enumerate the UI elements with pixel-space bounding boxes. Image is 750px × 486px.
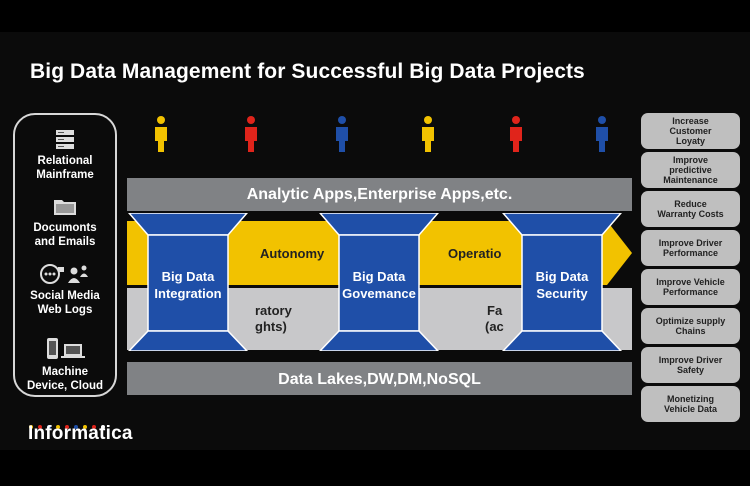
person-icon-5 — [510, 116, 522, 152]
pillar-2-line1: Big Data — [353, 269, 407, 284]
top-band — [0, 0, 750, 32]
analytic-apps-bar: Analytic Apps,Enterprise Apps,etc. — [127, 178, 632, 211]
folder-icon — [54, 200, 76, 215]
pillar-3-line2: Security — [536, 286, 588, 301]
architecture-core: Autonomy Operatio ratory ghts) Fa (ac Bi… — [127, 213, 632, 351]
person-icon-4 — [422, 116, 434, 152]
fa-label-2: (ac — [485, 319, 504, 334]
person-icon-3 — [336, 116, 348, 152]
social-people-icon — [40, 264, 88, 284]
pillar-2-line2: Govemance — [342, 286, 416, 301]
exploratory-label-1: ratory — [255, 303, 293, 318]
source-label-3b: Web Logs — [37, 304, 93, 316]
person-icon-2 — [245, 116, 257, 152]
pillar-3-line1: Big Data — [536, 269, 590, 284]
exploratory-label-2: ghts) — [255, 319, 287, 334]
devices-icon — [47, 338, 85, 359]
pillar-governance: Big Data Govemance — [318, 213, 440, 351]
source-label-1a: Relational — [37, 155, 93, 167]
source-label-2a: Documonts — [33, 222, 97, 234]
source-label-2b: and Emails — [34, 236, 96, 248]
source-label-4b: Device, Cloud — [26, 380, 104, 392]
source-social: Social Media Web Logs — [15, 263, 115, 317]
server-stack-icon — [56, 130, 74, 149]
informatica-logo: Informatica — [28, 423, 133, 444]
operational-label: Operatio — [448, 246, 502, 261]
pillar-integration: Big Data Integration — [127, 213, 249, 351]
source-documents: Documonts and Emails — [15, 197, 115, 249]
source-relational: Relational Mainframe — [15, 128, 115, 182]
person-icon-1 — [155, 116, 167, 152]
person-icon-6 — [596, 116, 608, 152]
data-lakes-bar: Data Lakes,DW,DM,NoSQL — [127, 362, 632, 395]
pillar-1-line2: Integration — [154, 286, 221, 301]
data-sources-panel: Relational Mainframe Documonts and Email… — [13, 113, 117, 397]
slide-title: Big Data Management for Successful Big D… — [30, 60, 585, 83]
source-label-1b: Mainframe — [36, 169, 94, 181]
autonomy-label: Autonomy — [260, 246, 325, 261]
source-machine: Machine Device, Cloud — [15, 337, 115, 393]
fa-label-1: Fa — [487, 303, 503, 318]
pillar-1-line1: Big Data — [162, 269, 216, 284]
pillar-security: Big Data Security — [501, 213, 623, 351]
source-label-3a: Social Media — [30, 290, 100, 302]
source-label-4a: Machine — [41, 366, 88, 378]
logo-dots — [29, 416, 110, 434]
